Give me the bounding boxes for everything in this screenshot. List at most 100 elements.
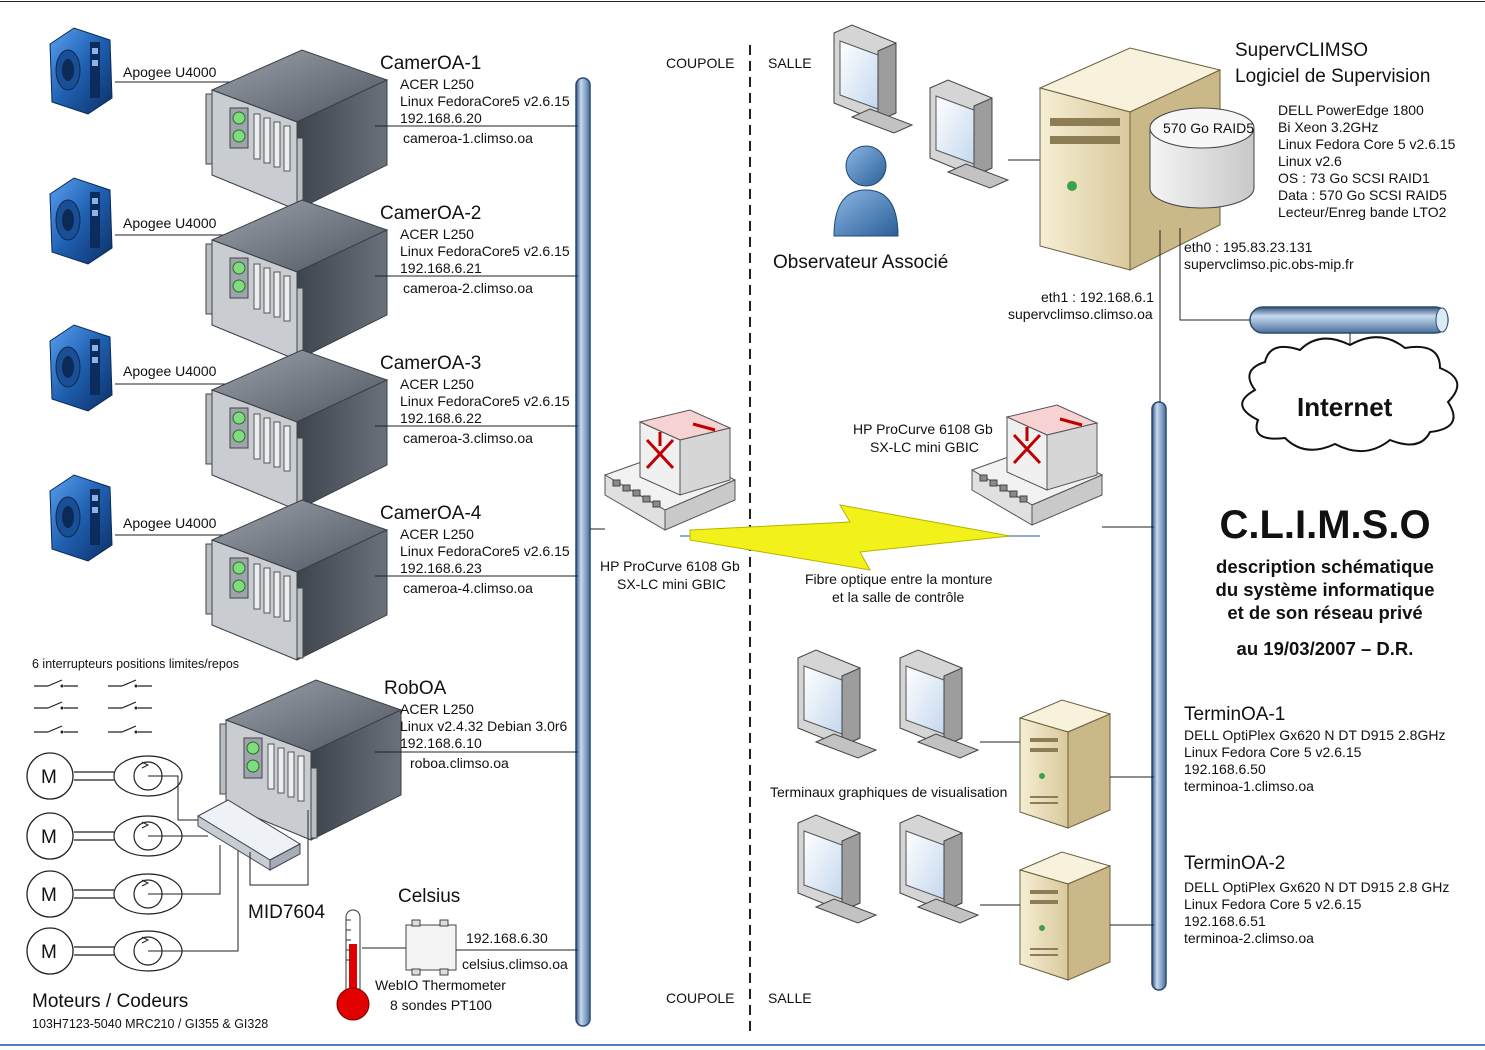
camera-icon (49, 177, 113, 265)
host-name: cameroa-2.climso.oa (403, 280, 533, 296)
host-name: roboa.climso.oa (410, 755, 509, 771)
host-ip: 192.168.6.50 (1184, 761, 1266, 777)
host-name: cameroa-4.climso.oa (403, 580, 533, 596)
switch-label-line2: SX-LC mini GBIC (870, 439, 979, 455)
internet-link (1249, 306, 1449, 334)
motor-symbol: M (41, 885, 57, 906)
host-spec: Linux FedoraCore5 v2.6.15 (400, 393, 570, 409)
rack-server-icon (205, 199, 388, 361)
host-title: CamerOA-1 (380, 53, 481, 74)
host-spec: Linux Fedora Core 5 v2.6.15 (1184, 744, 1362, 760)
host-title: CamerOA-2 (380, 203, 481, 224)
server-spec: Lecteur/Enreg bande LTO2 (1278, 204, 1447, 220)
server-spec: DELL PowerEdge 1800 (1278, 102, 1424, 118)
camera-label: Apogee U4000 (123, 64, 217, 80)
host-spec: Linux FedoraCore5 v2.6.15 (400, 93, 570, 109)
monitor-icon (797, 649, 877, 759)
motor-symbol: M (41, 942, 57, 963)
server-spec: Data : 570 Go SCSI RAID5 (1278, 187, 1447, 203)
host-ip: 192.168.6.23 (400, 560, 482, 576)
camera-icon (49, 474, 113, 562)
server-title: SupervCLIMSO (1235, 40, 1368, 61)
heading-line: et de son réseau privé (1227, 602, 1422, 623)
fiber-label-line1: Fibre optique entre la monture (805, 571, 993, 587)
server-subtitle: Logiciel de Supervision (1235, 66, 1430, 87)
celsius-probes: 8 sondes PT100 (390, 997, 492, 1013)
person-icon (833, 145, 899, 237)
heading-date: au 19/03/2007 – D.R. (1237, 638, 1414, 659)
host-ip: 192.168.6.51 (1184, 913, 1266, 929)
terminoa-2-block: TerminOA-2 DELL OptiPlex Gx620 N DT D915… (1184, 853, 1449, 946)
limit-switch-icon (33, 679, 79, 689)
mid7604-device: MID7604 (196, 799, 326, 923)
motors-subtitle: 103H7123-5040 MRC210 / GI355 & GI328 (32, 1017, 268, 1031)
cameroa-1-block: Apogee U4000 CamerOA-1 ACER L250 Linux F… (49, 27, 578, 211)
rack-server-icon (205, 499, 388, 661)
celsius-ip: 192.168.6.30 (466, 930, 548, 946)
host-spec: ACER L250 (400, 701, 474, 717)
switch-label-line1: HP ProCurve 6108 Gb (600, 558, 740, 574)
server-spec: Bi Xeon 3.2GHz (1278, 119, 1378, 135)
right-network-bus (1151, 401, 1167, 991)
fiber-link: Fibre optique entre la monture et la sal… (680, 504, 1040, 605)
disk-icon: 570 Go RAID5 (1149, 107, 1255, 209)
heading-title: C.L.I.M.S.O (1219, 503, 1430, 547)
celsius-host: celsius.climso.oa (462, 956, 568, 972)
terminoa-1-block: TerminOA-1 DELL OptiPlex Gx620 N DT D915… (1184, 704, 1445, 794)
host-spec: Linux Fedora Core 5 v2.6.15 (1184, 896, 1362, 912)
host-ip: 192.168.6.21 (400, 260, 482, 276)
limit-switches: 6 interrupteurs positions limites/repos (32, 657, 239, 735)
host-title: CamerOA-3 (380, 353, 481, 374)
host-title: TerminOA-1 (1184, 704, 1285, 725)
server-spec: Linux Fedora Core 5 v2.6.15 (1278, 136, 1456, 152)
terminals-block: Terminaux graphiques de visualisation (770, 649, 1154, 981)
motors-title: Moteurs / Codeurs (32, 991, 188, 1012)
celsius-device: WebIO Thermometer (375, 977, 506, 993)
host-ip: 192.168.6.20 (400, 110, 482, 126)
rack-server-icon (205, 49, 388, 211)
host-spec: ACER L250 (400, 76, 474, 92)
host-spec: DELL OptiPlex Gx620 N DT D915 2.8 GHz (1184, 879, 1449, 895)
camera-icon (49, 324, 113, 412)
left-switch-block: HP ProCurve 6108 Gb SX-LC mini GBIC (590, 408, 740, 592)
server-spec: Linux v2.6 (1278, 153, 1342, 169)
left-network-bus (575, 77, 591, 1027)
right-switch-block: HP ProCurve 6108 Gb SX-LC mini GBIC (853, 403, 1154, 528)
camera-label: Apogee U4000 (123, 363, 217, 379)
switch-label-line2: SX-LC mini GBIC (617, 576, 726, 592)
motor-symbol: M (41, 767, 57, 788)
camera-label: Apogee U4000 (123, 515, 217, 531)
fiber-label-line2: et la salle de contrôle (832, 589, 965, 605)
cameroa-2-block: Apogee U4000 CamerOA-2 ACER L250 Linux F… (49, 177, 578, 361)
host-spec: DELL OptiPlex Gx620 N DT D915 2.8GHz (1184, 727, 1445, 743)
eth1-host: supervclimso.climso.oa (1008, 306, 1153, 322)
monitor-icon (929, 79, 1009, 189)
host-ip: 192.168.6.22 (400, 410, 482, 426)
server-block: 570 Go RAID5 SupervCLIMSO Logiciel de Su… (1008, 40, 1456, 402)
host-name: cameroa-1.climso.oa (403, 130, 533, 146)
eth0-label: eth0 : 195.83.23.131 (1184, 239, 1313, 255)
rack-server-icon (205, 349, 388, 511)
host-name: terminoa-1.climso.oa (1184, 778, 1314, 794)
limit-switch-icon (107, 701, 153, 711)
webio-box-icon (405, 919, 457, 976)
switches-title: 6 interrupteurs positions limites/repos (32, 657, 239, 671)
zone-label-coupole-top: COUPOLE (666, 55, 734, 71)
celsius-block: Celsius 192.168.6.30 celsius.climso.oa W… (336, 886, 578, 1021)
zone-label-salle-bottom: SALLE (768, 990, 812, 1006)
monitor-icon (899, 814, 979, 924)
switch-label-line1: HP ProCurve 6108 Gb (853, 421, 993, 437)
monitor-icon (899, 649, 979, 759)
motor-symbol: M (41, 827, 57, 848)
heading-line: du système informatique (1216, 579, 1435, 600)
monitor-icon (833, 24, 913, 134)
camera-label: Apogee U4000 (123, 215, 217, 231)
observer-label: Observateur Associé (773, 252, 948, 273)
disk-label: 570 Go RAID5 (1163, 120, 1254, 136)
zone-label-salle-top: SALLE (768, 55, 812, 71)
roboa-block: RobOA ACER L250 Linux v2.4.32 Debian 3.0… (219, 678, 578, 841)
host-spec: Linux FedoraCore5 v2.6.15 (400, 243, 570, 259)
tower-pc-icon (1019, 851, 1111, 981)
host-spec: Linux FedoraCore5 v2.6.15 (400, 543, 570, 559)
host-ip: 192.168.6.10 (400, 735, 482, 751)
